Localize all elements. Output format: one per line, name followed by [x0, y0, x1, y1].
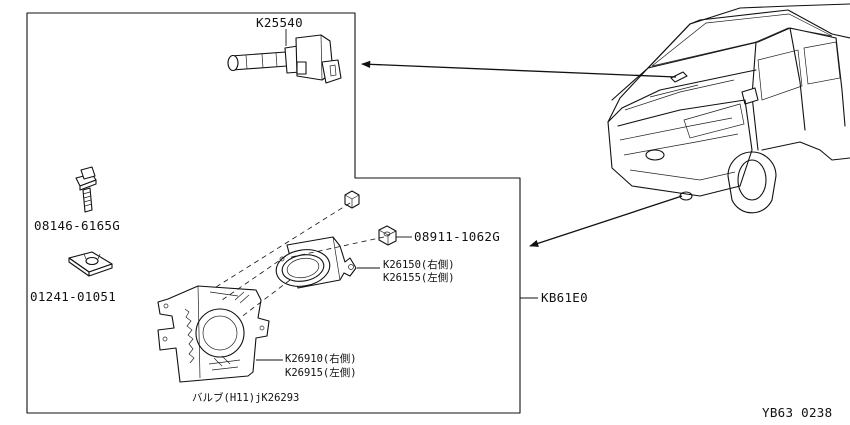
nut-part-number: 08911-1062G	[414, 229, 500, 244]
figure-code: YB63 0238	[762, 405, 832, 420]
combination-switch[interactable]	[227, 34, 342, 84]
nut[interactable]	[378, 225, 397, 246]
bolt-part-number: 08146-6165G	[34, 218, 120, 233]
bulb-part-number: バルブ(H11)jK26293	[192, 391, 299, 404]
upper-nut[interactable]	[344, 190, 360, 209]
lamp-bracket[interactable]	[157, 285, 270, 383]
bracket-right-part-number: K26910(右側)	[285, 352, 357, 365]
vehicle-illustration	[607, 3, 850, 214]
bolt[interactable]	[75, 166, 97, 213]
foglamp-pointer-arrow	[529, 195, 683, 247]
lamp-left-part-number: K26155(左側)	[383, 271, 455, 284]
clip[interactable]	[68, 251, 113, 277]
assembly-lines	[215, 202, 385, 319]
bracket-left-part-number: K26915(左側)	[285, 366, 357, 379]
clip-part-number: 01241-01051	[30, 289, 116, 304]
assembly-part-number: KB61E0	[541, 290, 588, 305]
fog-lamp[interactable]	[273, 236, 357, 290]
lamp-right-part-number: K26150(右側)	[383, 258, 455, 271]
switch-pointer-arrow	[361, 60, 677, 78]
parts-frame	[26, 12, 521, 414]
switch-part-number: K25540	[256, 15, 303, 30]
